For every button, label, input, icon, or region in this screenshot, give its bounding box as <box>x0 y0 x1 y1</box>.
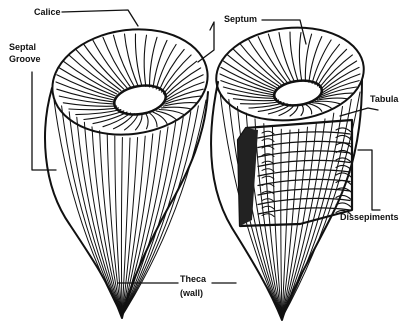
cutaway-inner-wall <box>238 128 258 226</box>
septum-line <box>299 33 301 82</box>
dissepiment-arc <box>336 203 351 207</box>
septum-line <box>69 108 119 110</box>
label-theca: Theca <box>180 274 207 284</box>
septum-line <box>317 98 346 100</box>
label-calice: Calice <box>34 7 61 17</box>
septum-line <box>321 61 357 89</box>
septum-line <box>233 99 278 101</box>
label-septum: Septum <box>224 14 257 24</box>
septum-line <box>241 102 282 104</box>
septum-line <box>162 107 192 109</box>
calice-leader-2 <box>198 22 214 62</box>
septum-line <box>221 67 274 91</box>
septum-line <box>125 34 139 86</box>
dissepiment-arc <box>262 176 274 179</box>
septum-line <box>268 34 290 82</box>
dissepiments-leader <box>358 150 380 210</box>
septum-line <box>166 89 204 102</box>
septum-line <box>93 40 127 88</box>
septum-line <box>135 34 141 86</box>
dissepiment-arc <box>262 184 274 187</box>
groove-line <box>62 106 122 316</box>
right-calice-septa <box>220 32 360 116</box>
septum-line <box>309 37 322 83</box>
tabula-line <box>258 208 350 214</box>
septum-line <box>305 34 311 82</box>
septum-line <box>290 105 298 116</box>
groove-line <box>92 127 122 316</box>
tabula-leader <box>340 108 378 116</box>
dissepiment-arc <box>262 169 274 172</box>
septum-line <box>146 114 148 129</box>
left-calice-center <box>112 82 168 119</box>
label-septal: Septal <box>9 42 36 52</box>
dissepiment-arc <box>262 146 274 149</box>
label-wall: (wall) <box>180 288 203 298</box>
septum-line <box>153 112 167 124</box>
septum-line <box>144 35 146 86</box>
label-dissepiments: Dissepiments <box>340 212 399 222</box>
dissepiment-arc <box>336 165 351 169</box>
calice-leader <box>62 10 138 26</box>
septum-line <box>136 114 142 130</box>
septum-line <box>150 37 158 87</box>
leader-lines <box>32 10 380 283</box>
label-groove: Groove <box>9 54 41 64</box>
label-tabula: Tabula <box>370 94 399 104</box>
septum-line <box>305 104 311 114</box>
septum-line <box>114 35 135 86</box>
right-coral-cutaway <box>211 21 368 320</box>
septum-line <box>150 113 158 127</box>
groove-line <box>121 138 122 317</box>
septum-line <box>301 105 303 116</box>
